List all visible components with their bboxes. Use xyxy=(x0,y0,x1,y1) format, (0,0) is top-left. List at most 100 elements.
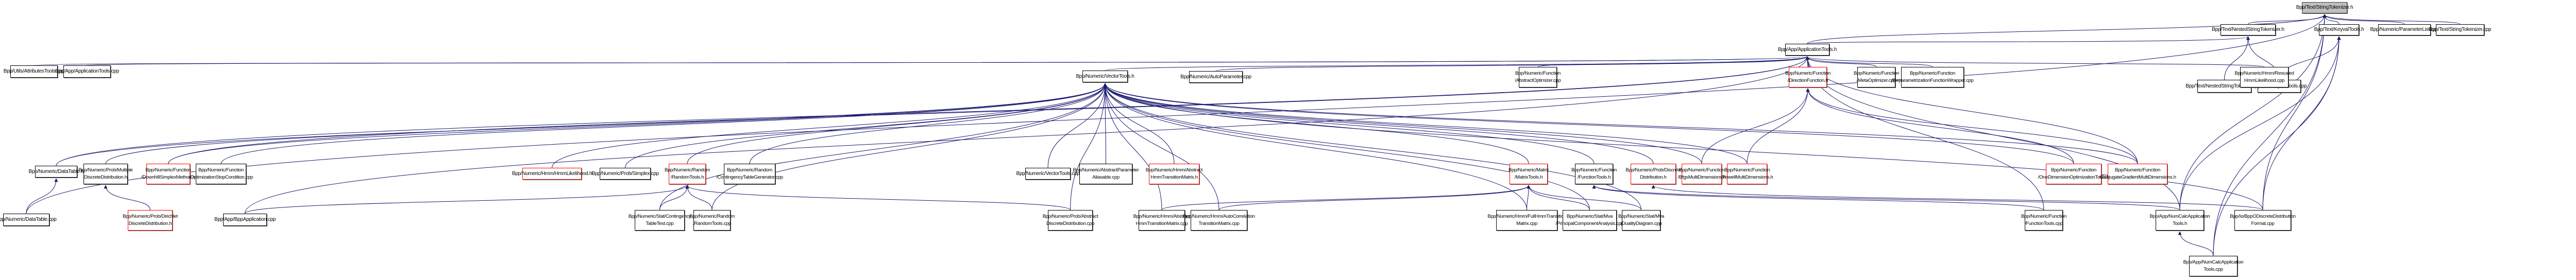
graph-node-cttest-cpp[interactable]: Bpp/Numeric/Stat/Contingency TableTest.c… xyxy=(629,210,691,231)
graph-node-numcalc-cpp[interactable]: Bpp/App/NumCalcApplication Tools.cpp xyxy=(2183,256,2244,276)
dependency-edge xyxy=(105,83,1107,164)
graph-node-nst-h[interactable]: Bpp/Text/NestedStringTokenizer.h xyxy=(2212,24,2284,36)
dependency-edge xyxy=(104,185,150,211)
dependency-edge xyxy=(2178,231,2214,256)
dependency-edge xyxy=(1103,83,1590,211)
dependency-edge xyxy=(26,178,58,214)
dependency-edge xyxy=(2179,36,2341,211)
dependency-edge xyxy=(2262,14,2327,211)
dependency-edge xyxy=(245,56,1809,214)
graph-node-dirfun-h[interactable]: Bpp/Numeric/Function /DirectionFunction.… xyxy=(1785,67,1831,87)
graph-node-plist-cpp[interactable]: Bpp/Numeric/ParameterList.cpp xyxy=(2370,24,2439,36)
dependency-edge xyxy=(1047,83,1107,168)
dependency-edge xyxy=(1103,83,1107,164)
dependency-edge xyxy=(2224,36,2250,80)
graph-node-duality-cpp[interactable]: Bpp/Numeric/Stat/Mva /DualityDiagram.cpp xyxy=(1618,210,1664,231)
graph-node-powell-h[interactable]: Bpp/Numeric/Function /PowellMultiDimensi… xyxy=(1721,164,1773,184)
dependency-edge xyxy=(1747,88,1810,164)
dependency-edge xyxy=(685,185,1071,211)
dependency-edge xyxy=(1103,83,2263,211)
graph-node-apptools-h[interactable]: Bpp/App/ApplicationTools.h xyxy=(1778,44,1837,56)
dependency-edge xyxy=(1103,83,2138,164)
graph-node-bppo-cpp[interactable]: Bpp/Io/BppODiscreteDistribution Format.c… xyxy=(2230,210,2296,231)
dependency-edge xyxy=(2248,14,2327,25)
dependency-edge xyxy=(659,185,689,211)
graph-node-pca-cpp[interactable]: Bpp/Numeric/Stat/Mva /PrincipalComponent… xyxy=(1555,210,1624,231)
dependency-edge xyxy=(685,185,713,211)
dependency-edge xyxy=(2213,14,2327,256)
dependency-edge xyxy=(2262,36,2341,211)
dependency-edge xyxy=(1218,185,1531,211)
graph-node-dirichlet-h[interactable]: Bpp/Numeric/Prob/Dirichlet DiscreteDistr… xyxy=(123,210,178,231)
graph-node-attr-cpp[interactable]: Bpp/Utils/AttributesTools.cpp xyxy=(4,65,65,78)
dependency-edge xyxy=(1103,83,1529,164)
graph-node-numcalc-h[interactable]: Bpp/App/NumCalcApplication Tools.h xyxy=(2150,210,2210,231)
dependency-edge xyxy=(2179,14,2327,211)
graph-node-autoparam-cpp[interactable]: Bpp/Numeric/AutoParameter.cpp xyxy=(1180,71,1251,83)
dependency-edge xyxy=(168,83,1107,164)
dependency-edge xyxy=(1806,88,2138,164)
dependency-edge xyxy=(1103,83,1175,164)
graph-node-datatable-cpp[interactable]: Bpp/Numeric/DataTable.cpp xyxy=(0,214,57,226)
graph-node-funtools-h[interactable]: Bpp/Numeric/Function /FunctionTools.h xyxy=(1571,164,1617,184)
graph-node-multdisc-h[interactable]: Bpp/Numeric/Prob/Multiple DiscreteDistri… xyxy=(78,164,133,184)
graph-node-datatable-h[interactable]: Bpp/Numeric/DataTable.h xyxy=(28,166,84,178)
graph-node-randtools-h[interactable]: Bpp/Numeric/Random /RandomTools.h xyxy=(665,164,710,184)
graph-node-ahtm-h[interactable]: Bpp/Numeric/Hmm/Abstract HmmTransitionMa… xyxy=(1146,164,1203,184)
graph-node-kv-h[interactable]: Bpp/Text/KeyvalTools.h xyxy=(2314,24,2364,36)
graph-node-absdisc-cpp[interactable]: Bpp/Numeric/Prob/Abstract DiscreteDistri… xyxy=(1043,210,1098,231)
dependency-edge xyxy=(1103,83,1595,164)
graph-node-onedim-h[interactable]: Bpp/Numeric/Function /OneDimensionOptimi… xyxy=(2038,164,2110,184)
graph-node-metaopt-cpp[interactable]: Bpp/Numeric/Function /MetaOptimizer.cpp xyxy=(1854,67,1899,87)
dependency-edge xyxy=(245,185,689,214)
dependency-edge xyxy=(1103,83,1527,211)
dependency-edge xyxy=(1527,185,1590,211)
dependency-edge xyxy=(1592,185,2044,211)
dependency-edge xyxy=(2323,14,2405,25)
dependency-edge xyxy=(1105,56,1809,71)
dependency-edge xyxy=(1103,83,1748,164)
graph-node-rescaled-cpp[interactable]: Bpp/Numeric/Hmm/Rescaled HmmLikelihood.c… xyxy=(2234,67,2294,87)
dependency-edge xyxy=(1805,56,1877,67)
graph-node-funtools-cpp[interactable]: Bpp/Numeric/Function /FunctionTools.cpp xyxy=(2021,210,2066,231)
graph-node-bppapp-cpp[interactable]: Bpp/App/BppApplication.cpp xyxy=(214,214,276,226)
graph-node-conjgrad-h[interactable]: Bpp/Numeric/Function /ConjugateGradientM… xyxy=(2099,164,2176,184)
dependency-edge xyxy=(1807,14,2327,44)
graph-node-mattools-h[interactable]: Bpp/Numeric/Matrix /MatrixTools.h xyxy=(1509,164,1549,184)
dependency-edge xyxy=(687,83,1107,164)
graph-node-apptools-cpp[interactable]: Bpp/App/ApplicationTools.cpp xyxy=(55,65,119,78)
dependency-edge xyxy=(1070,83,1107,211)
graph-node-st-cpp[interactable]: Bpp/Text/StringTokenizer.cpp xyxy=(2429,24,2492,36)
graph-node-ahtm-cpp[interactable]: Bpp/Numeric/Hmm/Abstract HmmTransitionMa… xyxy=(1133,210,1191,231)
dependency-edge xyxy=(1161,185,1531,211)
graph-node-apa-cpp[interactable]: Bpp/Numeric/AbstractParameter Aliasable.… xyxy=(1073,164,1139,184)
dependency-edge xyxy=(1527,185,1641,211)
dependency-edge xyxy=(168,56,1809,164)
graph-node-fhtm-cpp[interactable]: Bpp/Numeric/Hmm/FullHmmTransition Matrix… xyxy=(1487,210,1566,231)
dependency-edge xyxy=(711,83,1107,211)
graph-node-repar-cpp[interactable]: Bpp/Numeric/Function /ReparametrizationF… xyxy=(1891,67,1974,87)
dependency-edge xyxy=(1805,56,1933,67)
graph-root-node: Bpp/Text/StringTokenizer.h xyxy=(2296,2,2353,13)
dependency-edge xyxy=(1103,83,1641,211)
graph-node-vt-h[interactable]: Bpp/Numeric/VectorTools.h xyxy=(1076,71,1134,82)
graph-node-optstop-cpp[interactable]: Bpp/Numeric/Function /OptimizationStopCo… xyxy=(189,164,253,184)
dependency-edge xyxy=(1103,83,1162,211)
graph-node-randtools-cpp[interactable]: Bpp/Numeric/Random /RandomTools.cpp xyxy=(689,210,735,231)
graph-node-actm-cpp[interactable]: Bpp/Numeric/Hmm/AutoCorrelation Transiti… xyxy=(1183,210,1255,231)
graph-node-downhill-h[interactable]: Bpp/Numeric/Function /DownhillSimplexMet… xyxy=(141,164,195,184)
dependency-edge xyxy=(1806,88,2074,164)
graph-node-hmmlik-h[interactable]: Bpp/Numeric/Hmm/HmmLikelihood.h xyxy=(512,168,592,180)
graph-node-discdist-h[interactable]: Bpp/Numeric/Prob/Discrete Distribution.h xyxy=(1625,164,1681,184)
dependency-edge xyxy=(1701,88,1810,164)
graph-node-ctgen-cpp[interactable]: Bpp/Numeric/Random /ContingencyTableGene… xyxy=(716,164,783,184)
graph-node-vt-cpp[interactable]: Bpp/Numeric/VectorTools.cpp xyxy=(1016,168,1080,180)
dependency-edge xyxy=(749,83,1107,164)
dependency-edge xyxy=(1103,83,2074,164)
graph-node-bfgs-h[interactable]: Bpp/Numeric/Function /BfgsMultiDimension… xyxy=(1678,164,1726,184)
dependency-edge xyxy=(1215,56,1809,72)
dependency-edge xyxy=(1103,83,1702,164)
graph-node-absopt-cpp[interactable]: Bpp/Numeric/Function /AbstractOptimizer.… xyxy=(1515,67,1561,87)
graph-node-simplex-cpp[interactable]: Bpp/Numeric/Prob/Simplex.cpp xyxy=(591,168,659,180)
